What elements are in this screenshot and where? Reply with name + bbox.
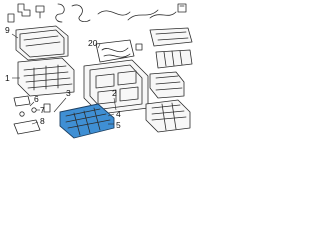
harness-group (95, 39, 143, 63)
module-frame (155, 49, 193, 69)
gasket-lower (13, 119, 41, 135)
callouts: 9 1 20 3 2 6 7 4 8 5 (5, 25, 121, 130)
battery-pack-exploded-diagram: 9 1 20 3 2 6 7 4 8 5 (5, 3, 193, 139)
leader-20 (97, 43, 101, 49)
clip-lower (43, 103, 51, 113)
bracket-top-left (17, 3, 31, 17)
top-cover-bolt-row (23, 35, 61, 47)
connector-top-left (35, 5, 45, 19)
cable-long-3 (149, 11, 177, 19)
battery-module-lower-cells (151, 102, 187, 131)
cable-loop-1 (55, 3, 65, 23)
cable-loop-2 (71, 4, 91, 23)
cable-long-2 (127, 9, 159, 21)
enclosure-inner (89, 64, 143, 110)
harness-cable (101, 47, 131, 58)
battery-module-upper (149, 71, 185, 99)
lower-tray-grid (65, 107, 111, 136)
clip-small (7, 13, 15, 23)
leader-2 (113, 97, 117, 111)
callout-9: 9 (5, 25, 10, 35)
bolt-lower-1 (19, 111, 25, 117)
harness-clip (135, 43, 143, 51)
left-tray-studs (33, 64, 59, 91)
module-frame-cells (163, 50, 183, 67)
enclosure-modules (95, 70, 139, 105)
module-cover-ribs (155, 31, 189, 41)
leader-4 (107, 113, 115, 117)
callout-7: 7 (40, 105, 45, 115)
connector-top-right (177, 3, 187, 13)
left-tray-group (17, 57, 75, 97)
callout-8: 8 (40, 116, 45, 126)
callout-20: 20 (88, 38, 98, 48)
bolt-lower-2 (31, 107, 37, 113)
leader-6 (29, 101, 35, 107)
leader-lines (11, 33, 117, 125)
callout-4: 4 (116, 109, 121, 119)
callout-2: 2 (112, 88, 117, 98)
module-cover-group (149, 27, 193, 69)
leader-9 (11, 33, 19, 39)
callout-3: 3 (66, 88, 71, 98)
bracket-lower-left (13, 95, 31, 107)
top-cover (15, 25, 69, 61)
battery-modules-group (145, 71, 191, 133)
callout-1: 1 (5, 73, 10, 83)
callout-6: 6 (34, 94, 39, 104)
leader-8 (31, 121, 39, 125)
battery-module-lower (145, 99, 191, 133)
leader-3 (53, 97, 67, 113)
harness-bracket (95, 39, 135, 63)
battery-module-upper-cells (155, 75, 183, 91)
callout-5: 5 (116, 120, 121, 130)
cable-long-1 (97, 10, 131, 16)
top-cables-group (7, 3, 187, 23)
module-cover (149, 27, 193, 47)
lower-tray-highlight-group (59, 103, 115, 139)
top-cover-inner-edge (19, 29, 65, 58)
top-cover-group (15, 25, 69, 61)
lower-hardware-group (13, 95, 51, 135)
